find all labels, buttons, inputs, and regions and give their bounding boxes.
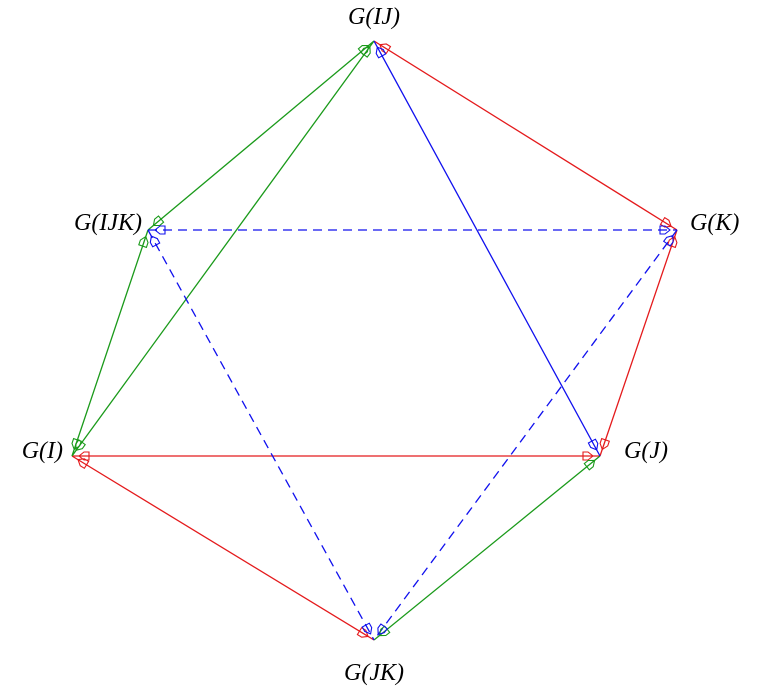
edge-marker-k-jk-end bbox=[377, 623, 389, 636]
edge-marker-ijk-i-start bbox=[138, 235, 149, 249]
edge-marker-ijk-i-end bbox=[71, 437, 82, 451]
edge-marker-i-jk-end bbox=[356, 626, 369, 638]
edge-marker-k-j-end bbox=[599, 437, 610, 451]
edge-marker-ij-k-start bbox=[379, 43, 392, 55]
node-label-ij: G(IJ) bbox=[348, 4, 400, 30]
node-label-i: G(I) bbox=[22, 438, 63, 464]
edge-j-jk bbox=[373, 455, 601, 641]
node-label-k: G(K) bbox=[690, 210, 739, 236]
edge-k-jk bbox=[373, 229, 678, 641]
edge-marker-k-j-start bbox=[667, 235, 678, 249]
edge-marker-ijk-jk-start bbox=[149, 235, 161, 248]
edge-ijk-i bbox=[71, 229, 149, 457]
edge-marker-i-jk-start bbox=[77, 458, 90, 470]
edge-marker-ij-j-end bbox=[587, 438, 599, 451]
edge-marker-ij-i-start bbox=[360, 45, 371, 58]
edge-ij-k bbox=[373, 40, 678, 231]
edge-ijk-jk bbox=[147, 229, 375, 641]
node-label-ijk: G(IJK) bbox=[74, 210, 142, 236]
edge-marker-ij-j-start bbox=[375, 46, 387, 59]
edge-k-j bbox=[599, 229, 678, 457]
edge-end-markers bbox=[71, 43, 678, 638]
edge-marker-ijk-jk-end bbox=[361, 622, 373, 635]
edge-marker-ij-i-end bbox=[75, 439, 86, 452]
edge-marker-i-j-end bbox=[582, 451, 594, 461]
node-label-j: G(J) bbox=[624, 438, 668, 464]
edge-ij-j bbox=[373, 40, 601, 457]
edge-i-jk bbox=[71, 455, 375, 641]
node-label-jk: G(JK) bbox=[344, 660, 404, 686]
edge-ij-ijk bbox=[147, 40, 375, 231]
edge-marker-k-jk-start bbox=[662, 234, 674, 247]
node-labels: G(IJ) G(K) G(IJK) G(I) G(J) G(JK) bbox=[22, 4, 740, 686]
edge-marker-ijk-k-end bbox=[659, 225, 671, 235]
edges-layer bbox=[71, 40, 678, 641]
edge-marker-ij-ijk-end bbox=[152, 215, 165, 227]
edge-ij-i bbox=[71, 40, 375, 457]
edge-marker-j-jk-start bbox=[583, 459, 596, 471]
edge-marker-ijk-k-start bbox=[154, 225, 166, 235]
